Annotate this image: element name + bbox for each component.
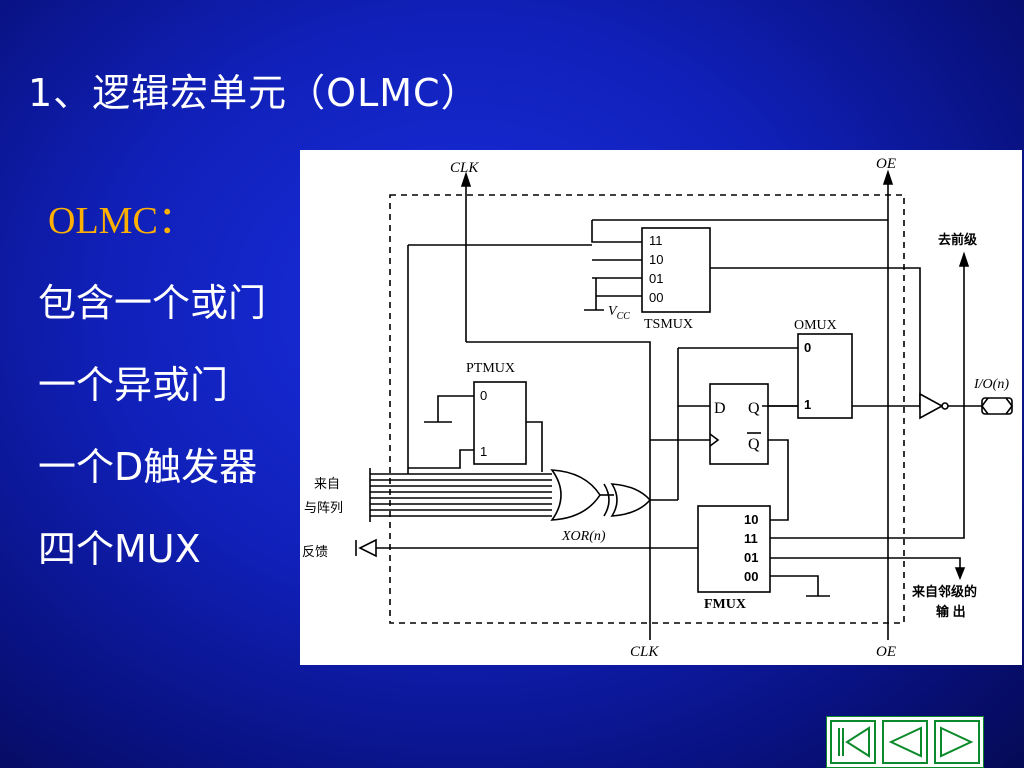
from-adjacent-label: 来自邻级的 <box>911 584 977 599</box>
dff-q-label: Q <box>748 400 760 417</box>
olmc-circuit-diagram: CLK CLK OE OE 11 10 01 00 TSMUX VCC OMUX… <box>300 150 1022 665</box>
svg-text:1: 1 <box>480 444 487 459</box>
previous-slide-button[interactable] <box>882 720 928 764</box>
clock-triangle <box>709 433 720 447</box>
bullet-item: 四个MUX <box>38 527 201 571</box>
svg-text:10: 10 <box>744 512 758 527</box>
vcc-label: VCC <box>608 304 630 322</box>
tsmux-block <box>641 227 711 313</box>
clk-wire <box>466 341 651 640</box>
xor-label: XOR(n) <box>561 529 606 544</box>
bullet-list: OLMC： 包含一个或门 一个异或门 一个D触发器 四个MUX <box>38 180 266 590</box>
ptmux-input-wire <box>408 449 474 469</box>
io-pin-arrow <box>981 397 989 415</box>
svg-text:11: 11 <box>744 531 758 546</box>
oe-arrow <box>882 169 894 185</box>
from-array-label: 与阵列 <box>304 500 343 515</box>
ptmux-block <box>473 381 527 465</box>
vcc-wire <box>584 296 604 311</box>
omux-block <box>797 333 853 419</box>
svg-text:10: 10 <box>649 252 663 267</box>
io-pin-arrow <box>1005 397 1013 415</box>
xor-gate <box>610 483 652 517</box>
svg-text:01: 01 <box>744 550 758 565</box>
tsmux-label: TSMUX <box>644 317 693 332</box>
svg-text:01: 01 <box>649 271 663 286</box>
fmux-label: FMUX <box>704 597 746 612</box>
dff-d-wire <box>677 348 710 407</box>
olmc-boundary <box>389 194 905 624</box>
next-slide-button[interactable] <box>934 720 980 764</box>
previous-icon <box>888 726 922 758</box>
clk-top-label: CLK <box>450 160 479 176</box>
clk-bottom-label: CLK <box>630 644 659 660</box>
slide-navigation <box>826 716 984 768</box>
dff-qbar-label: Q <box>748 436 760 453</box>
xor-gate-curve <box>603 483 610 517</box>
svg-text:00: 00 <box>744 569 758 584</box>
adjacent-arrow <box>954 567 966 581</box>
buffer-bubble <box>941 402 949 410</box>
clk-arrow <box>460 171 472 187</box>
first-slide-button[interactable] <box>830 720 876 764</box>
omux-label: OMUX <box>794 318 837 333</box>
dff-d-label: D <box>714 400 726 417</box>
svg-text:0: 0 <box>804 340 811 355</box>
bullet-item: 一个D触发器 <box>38 445 258 489</box>
svg-text:00: 00 <box>649 290 663 305</box>
fmux-block <box>697 505 771 593</box>
feedback-label: 反馈 <box>302 544 328 559</box>
from-adjacent-label: 输 出 <box>936 604 966 619</box>
fmux-ground-wire <box>770 575 830 597</box>
tsmux-output-wire <box>710 267 936 409</box>
ptmux-label: PTMUX <box>466 361 515 376</box>
bullet-heading: OLMC： <box>48 200 196 242</box>
to-prev-arrow <box>958 251 970 267</box>
io-label: I/O(n) <box>973 377 1009 392</box>
oe-top-label: OE <box>876 156 896 172</box>
fmux-adjacent-wire <box>770 557 961 570</box>
dff-qbar-wire <box>768 439 789 521</box>
ptmux-ground-wire <box>424 395 474 423</box>
and-array-bundle <box>369 245 552 522</box>
d-flip-flop <box>709 383 769 465</box>
to-prev-stage-label: 去前级 <box>938 232 978 247</box>
ptmux-output-wire <box>526 421 543 472</box>
next-icon <box>940 726 974 758</box>
bullet-item: 一个异或门 <box>38 363 229 407</box>
from-array-label: 来自 <box>314 476 340 491</box>
tsmux-wire <box>591 220 642 243</box>
feedback-buffer-symbol <box>358 538 377 558</box>
slide-title: 1、逻辑宏单元（OLMC） <box>28 71 480 115</box>
svg-text:11: 11 <box>649 233 663 248</box>
bullet-item: 包含一个或门 <box>38 281 267 325</box>
first-icon <box>838 726 870 758</box>
or-gate <box>550 469 601 521</box>
output-buffer <box>919 392 944 420</box>
fmux-io-wire <box>770 406 965 539</box>
svg-text:1: 1 <box>804 397 811 412</box>
oe-bottom-label: OE <box>876 644 896 660</box>
svg-text:0: 0 <box>480 388 487 403</box>
